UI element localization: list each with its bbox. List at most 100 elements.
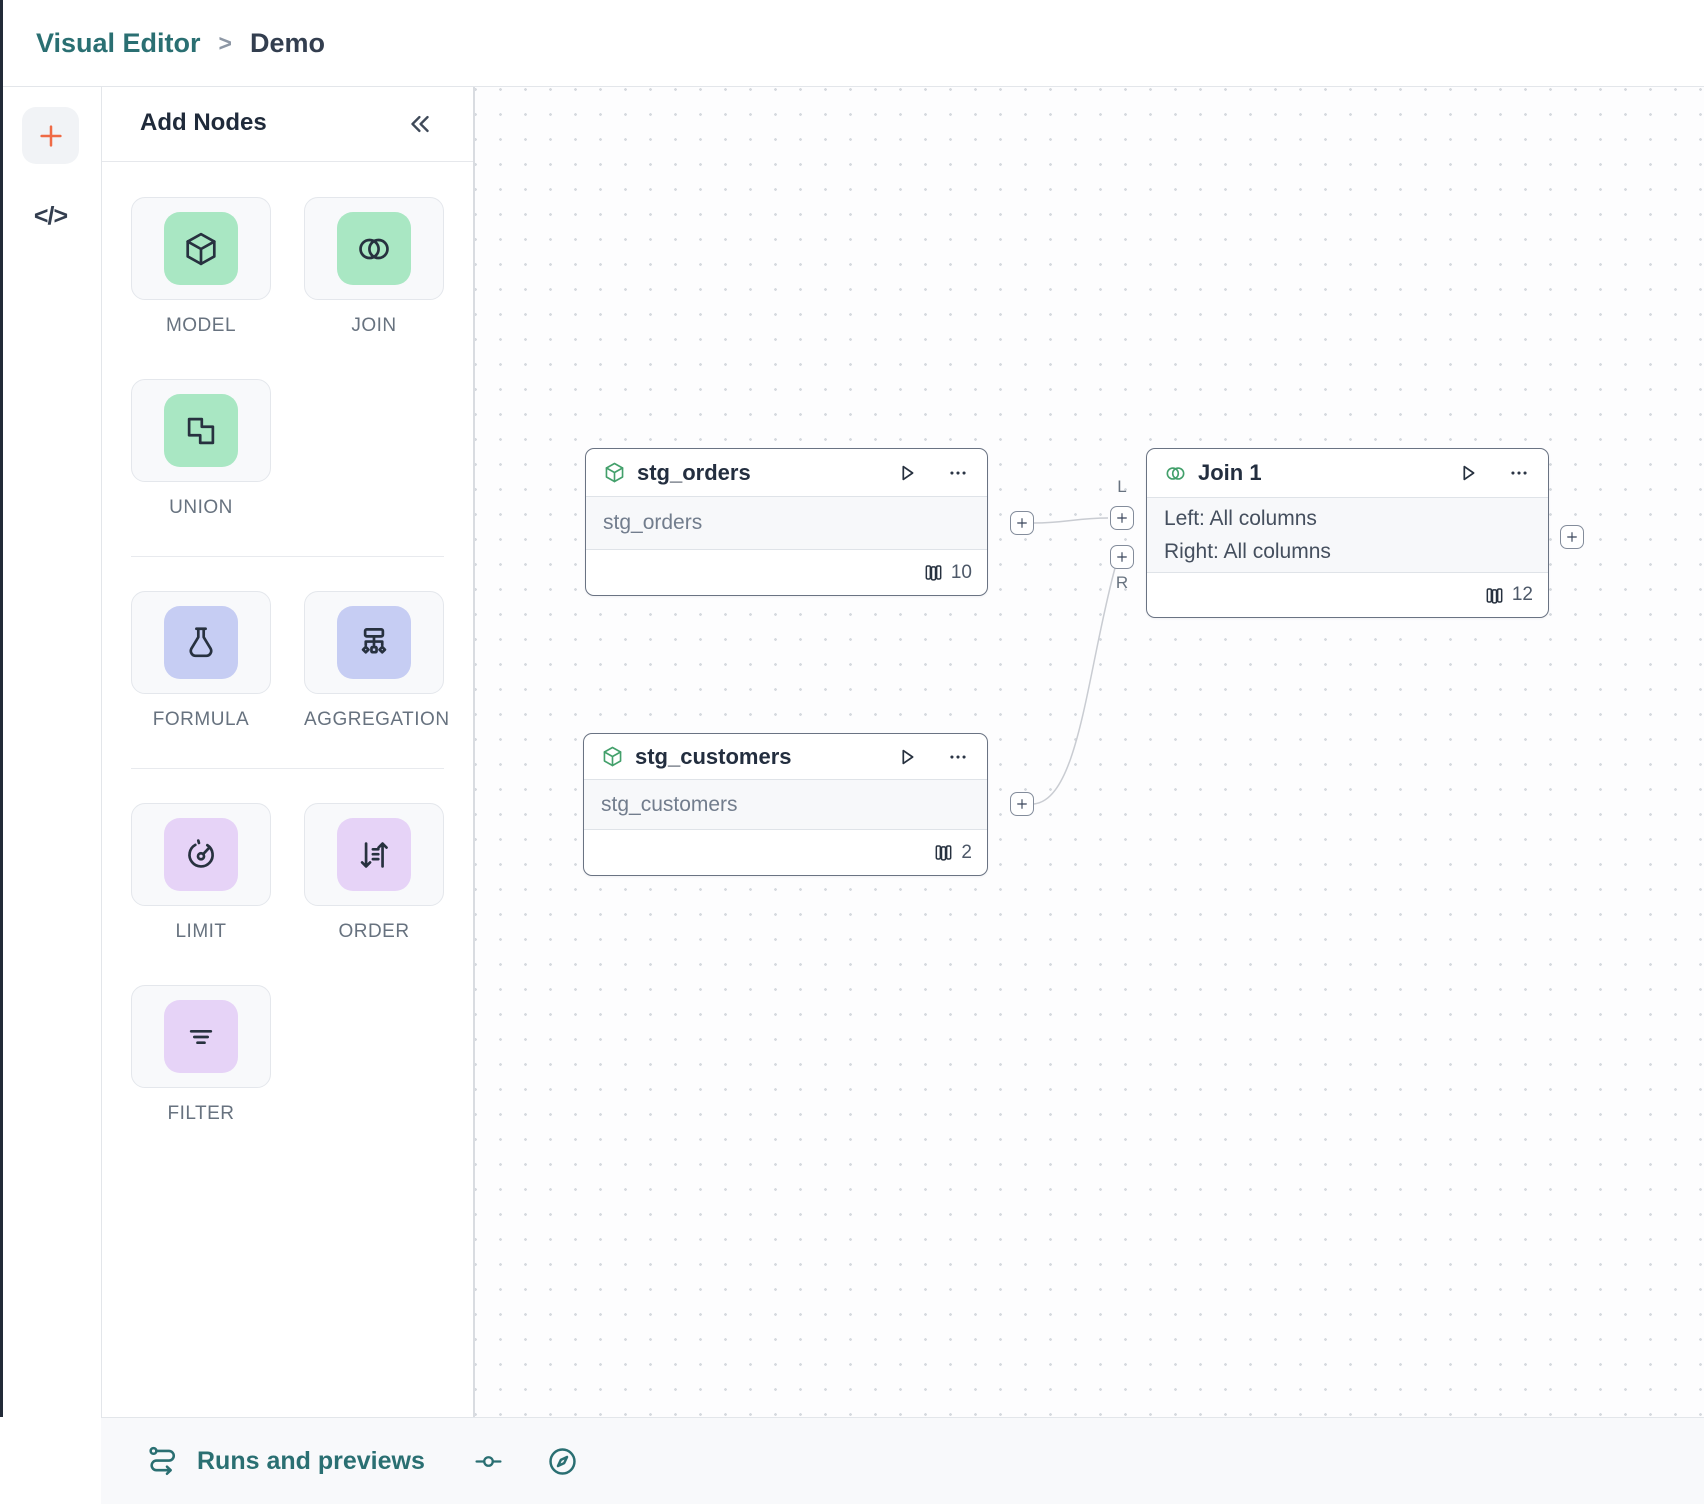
run-node-button[interactable] [894,460,920,486]
join-right-config: Right: All columns [1164,535,1531,568]
cube-icon [182,230,220,268]
breadcrumb: Visual Editor > Demo [0,0,1704,87]
port-customers-output[interactable] [1010,792,1034,816]
port-join-right-input[interactable] [1110,545,1134,569]
collapse-panel-button[interactable] [405,109,435,139]
run-node-button[interactable] [894,744,920,770]
compass-icon [546,1445,579,1478]
palette-item-formula[interactable]: FORMULA [131,591,271,731]
node-title: Join 1 [1198,460,1262,486]
node-menu-button[interactable] [945,744,971,770]
plus-icon [36,121,66,151]
port-join-output[interactable] [1560,525,1584,549]
node-header: Join 1 [1147,449,1548,498]
flask-icon [182,624,220,662]
cube-icon [601,745,624,768]
runs-and-previews-toggle[interactable]: Runs and previews [146,1444,425,1478]
port-join-left-input[interactable] [1110,506,1134,530]
node-menu-button[interactable] [1506,460,1532,486]
node-footer: 12 [1147,573,1548,617]
code-view-toggle[interactable]: </> [22,199,79,233]
palette-label: LIMIT [131,921,271,943]
filter-icon [182,1018,220,1056]
palette-item-order[interactable]: ORDER [304,803,444,943]
breadcrumb-page-title: Demo [250,28,325,59]
plus-icon [1014,515,1030,531]
ellipsis-icon [947,462,969,484]
plus-icon [1114,549,1130,565]
port-orders-output[interactable] [1010,511,1034,535]
bottom-status-bar: Runs and previews [101,1417,1704,1504]
palette-label: AGGREGATION [304,709,444,731]
gauge-icon [182,836,220,874]
node-header: stg_orders [586,449,987,497]
play-icon [895,745,919,769]
add-nodes-panel-header: Add Nodes [102,87,473,162]
node-footer: 2 [584,830,987,875]
palette-divider [131,556,444,557]
palette-item-union[interactable]: UNION [131,379,271,519]
palette-label: ORDER [304,921,444,943]
panel-title: Add Nodes [140,109,267,137]
node-stg-orders[interactable]: stg_orders stg_orders 10 [585,448,988,596]
palette-item-limit[interactable]: LIMIT [131,803,271,943]
play-icon [895,461,919,485]
node-subtitle-row: stg_customers [584,780,987,830]
column-count: 10 [951,562,972,584]
join-config-rows: Left: All columns Right: All columns [1147,498,1548,573]
ellipsis-icon [947,746,969,768]
edge-customers-to-join [1034,568,1115,804]
port-label-right: R [1102,573,1142,593]
union-icon [182,412,220,450]
run-node-button[interactable] [1455,460,1481,486]
play-icon [1456,461,1480,485]
columns-icon [1484,585,1505,606]
explore-button[interactable] [546,1445,579,1478]
add-node-button[interactable] [22,107,79,164]
palette-item-aggregation[interactable]: AGGREGATION [304,591,444,731]
node-join-1[interactable]: Join 1 Left: All columns Right: All colu… [1146,448,1549,618]
node-stg-customers[interactable]: stg_customers stg_customers 2 [583,733,988,876]
node-title: stg_orders [637,460,751,486]
palette-label: JOIN [304,315,444,337]
plus-icon [1014,796,1030,812]
cube-icon [603,461,626,484]
palette-divider [131,768,444,769]
left-toolbar: </> [3,87,101,1504]
palette-label: FILTER [131,1103,271,1125]
flow-canvas[interactable]: stg_orders stg_orders 10 [475,87,1704,1417]
node-subtitle: stg_orders [603,511,970,535]
ellipsis-icon [1508,462,1530,484]
plus-icon [1564,529,1580,545]
columns-icon [923,562,944,583]
aggregation-icon [355,624,393,662]
column-count: 2 [961,842,972,864]
palette-item-join[interactable]: JOIN [304,197,444,337]
sort-icon [355,836,393,874]
column-count: 12 [1512,584,1533,606]
commit-button[interactable] [473,1446,504,1477]
port-label-left: L [1102,477,1142,497]
node-title: stg_customers [635,744,792,770]
breadcrumb-separator: > [219,30,232,57]
node-menu-button[interactable] [945,460,971,486]
edge-orders-to-join [1034,518,1108,523]
join-left-config: Left: All columns [1164,502,1531,535]
palette-item-model[interactable]: MODEL [131,197,271,337]
breadcrumb-section[interactable]: Visual Editor [36,28,201,59]
node-footer: 10 [586,550,987,595]
commit-icon [473,1446,504,1477]
plus-icon [1114,510,1130,526]
palette-label: UNION [131,497,271,519]
code-icon: </> [34,202,67,231]
node-subtitle-row: stg_orders [586,497,987,550]
palette-item-filter[interactable]: FILTER [131,985,271,1125]
palette-label: FORMULA [131,709,271,731]
join-icon [1164,462,1187,485]
chevrons-left-icon [405,109,435,139]
node-header: stg_customers [584,734,987,780]
add-nodes-panel: Add Nodes MODEL JOIN UNION [101,87,475,1417]
join-icon [355,230,393,268]
run-route-icon [146,1444,180,1478]
